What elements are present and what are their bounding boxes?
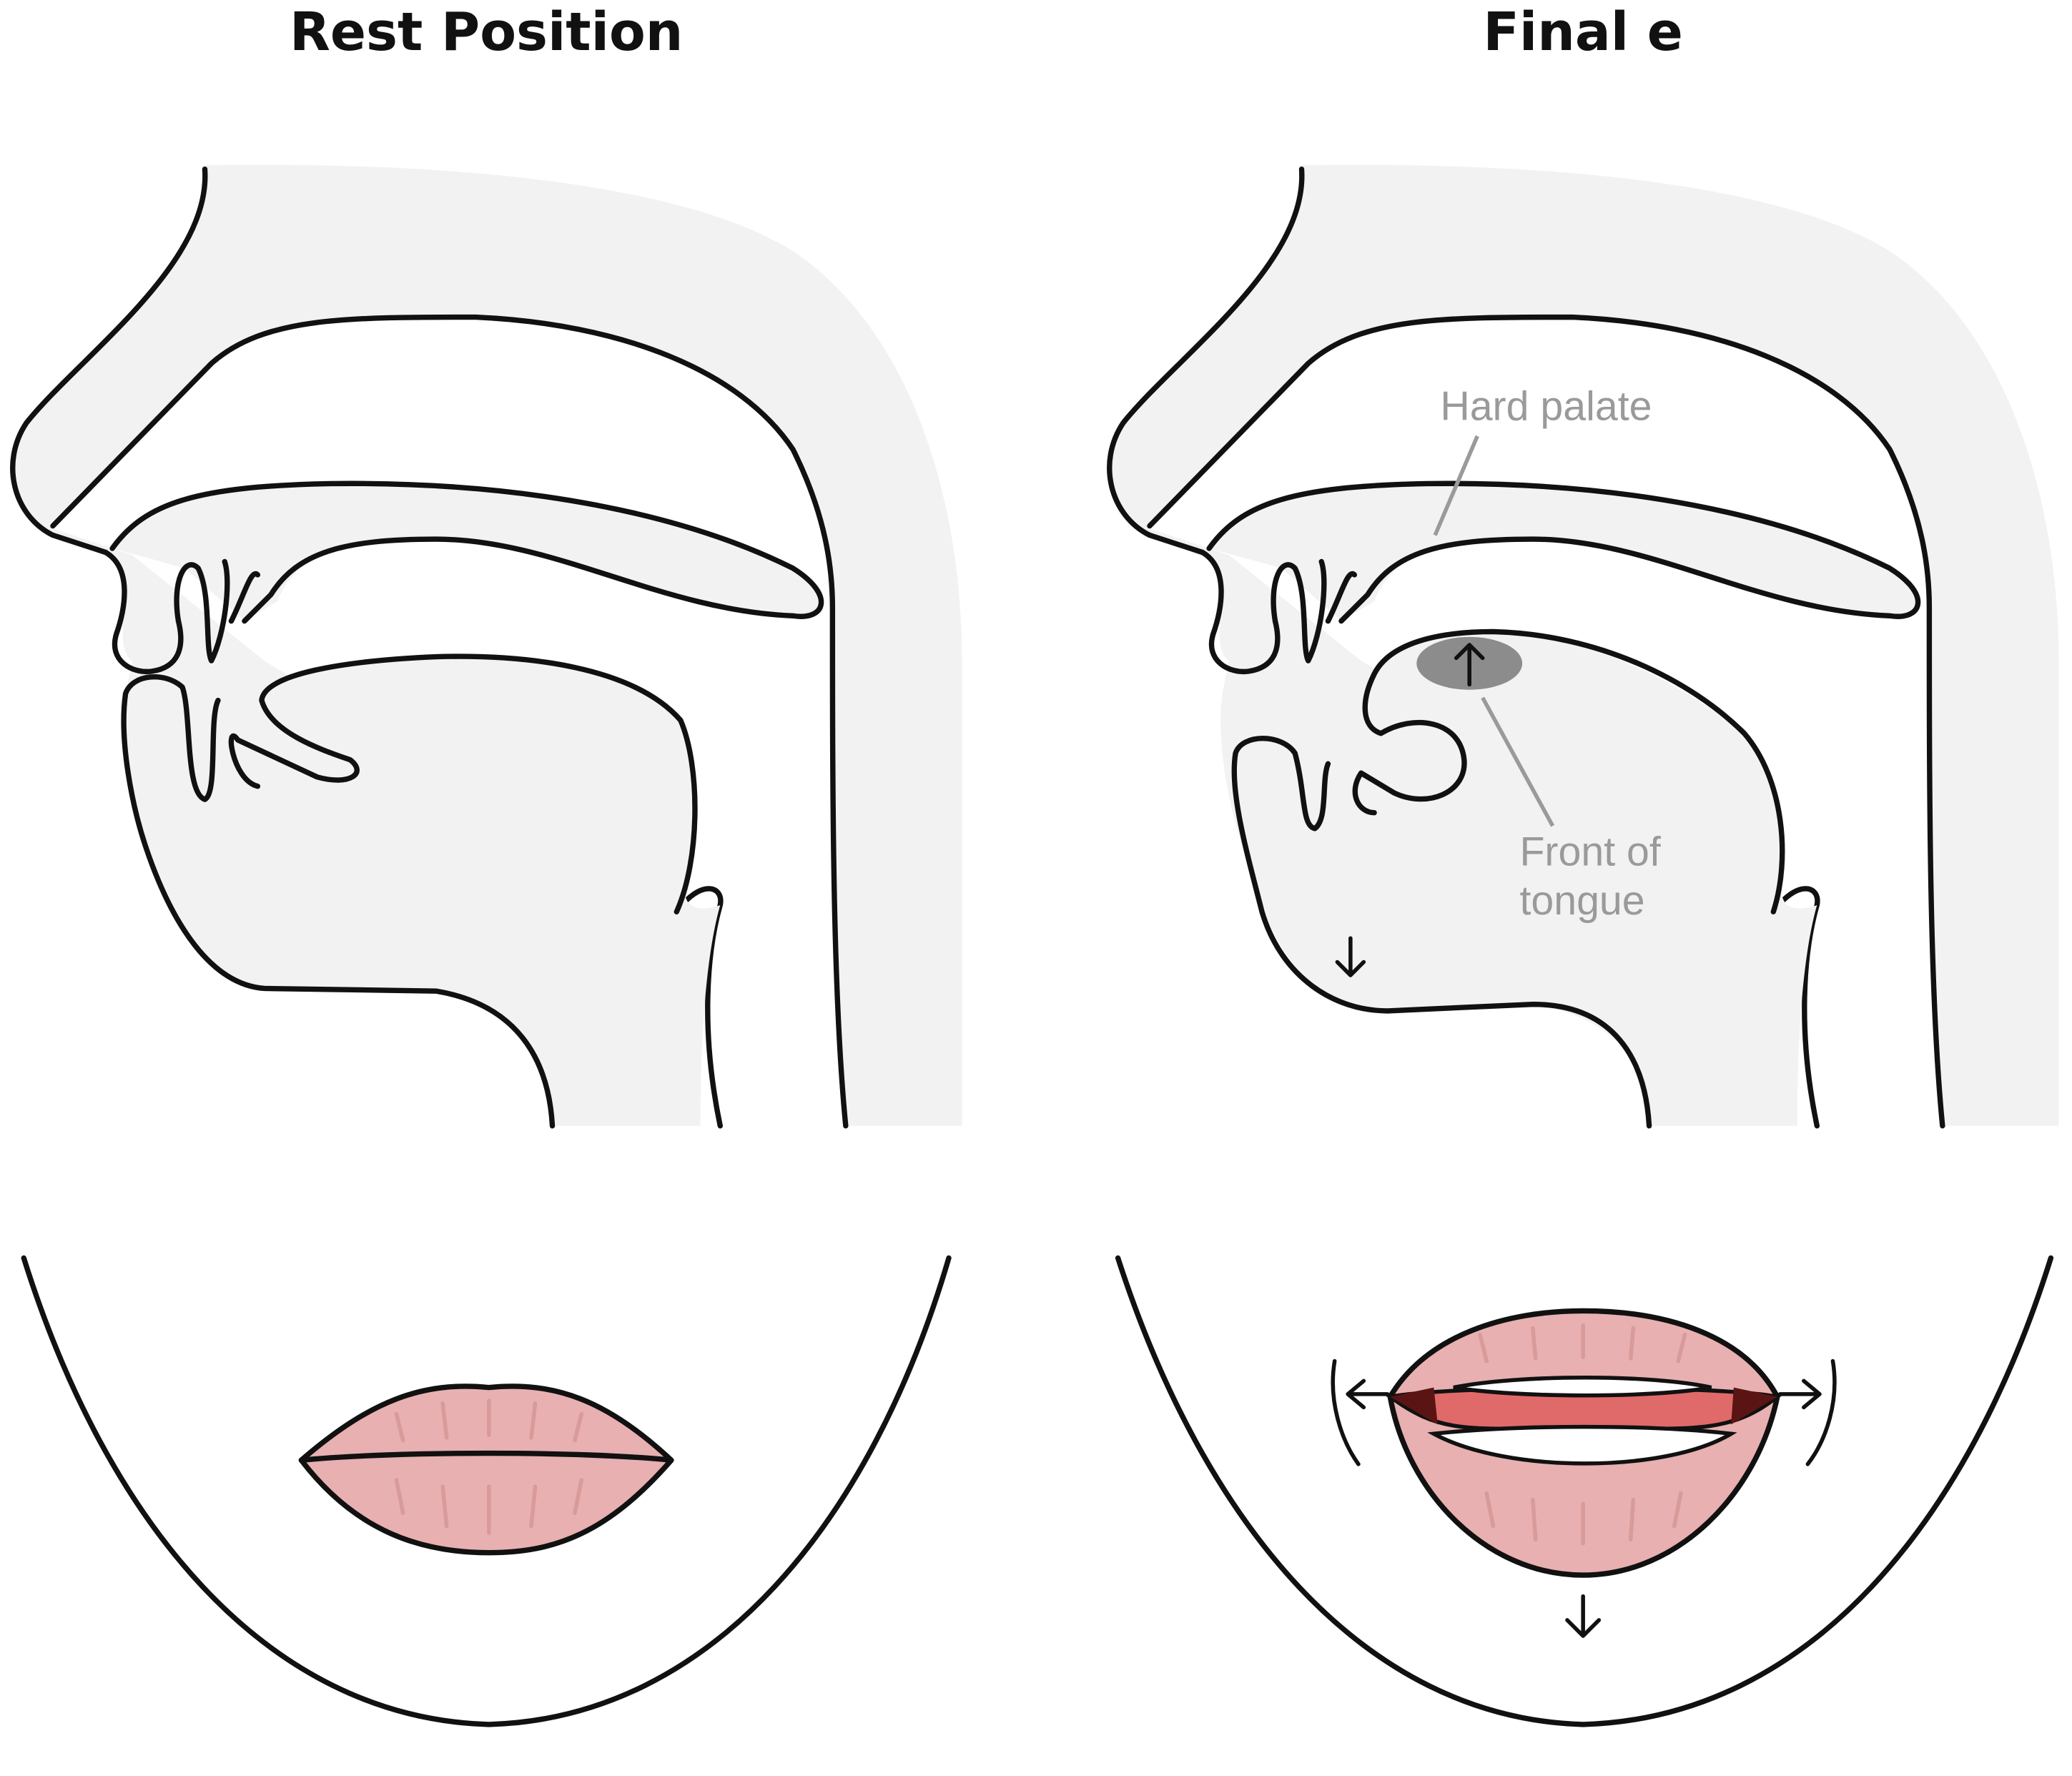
front-view-rest bbox=[21, 1255, 952, 1727]
front-of-tongue-leader bbox=[1481, 696, 1555, 827]
front-view-final-e bbox=[1115, 1255, 2054, 1727]
arrow-down-icon bbox=[1335, 936, 1366, 977]
arrow-left-icon bbox=[1346, 1378, 1390, 1410]
tongue-raised bbox=[1233, 631, 1817, 1126]
arrow-up-icon bbox=[1454, 643, 1485, 687]
front-of-tongue-label-line1: Front of bbox=[1519, 829, 1660, 875]
sagittal-view-final-e bbox=[1110, 164, 2059, 1125]
jaw-down-arrow-icon bbox=[1565, 1594, 1602, 1638]
hard-palate-leader bbox=[1433, 435, 1479, 536]
rest-position-panel: Rest Position bbox=[13, 1, 962, 1727]
hard-palate-label: Hard palate bbox=[1440, 384, 1652, 430]
lower-teeth bbox=[1427, 1424, 1737, 1466]
final-e-title: Final e bbox=[1483, 1, 1683, 63]
final-e-panel: Final e Hard palate Front of tongue bbox=[1110, 1, 2059, 1727]
rest-position-title: Rest Position bbox=[290, 1, 683, 63]
front-of-tongue-label-line2: tongue bbox=[1519, 878, 1644, 924]
arrow-right-icon bbox=[1777, 1378, 1822, 1410]
tongue-rest bbox=[124, 656, 721, 1126]
sagittal-view-rest bbox=[13, 164, 962, 1125]
upper-teeth bbox=[1453, 1375, 1712, 1398]
